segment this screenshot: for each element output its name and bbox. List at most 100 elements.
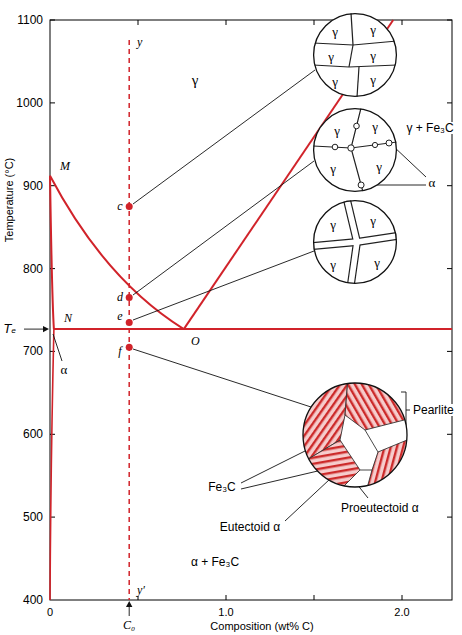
axis-tick-label: 700: [22, 345, 44, 357]
leader-lines: [241, 470, 322, 489]
phase-boundaries: [54, 328, 452, 330]
microconstituent-callout: Fe₃C: [207, 481, 237, 493]
point-label: c: [116, 200, 123, 212]
austenite-grains: [358, 182, 364, 188]
phase-label: γ: [328, 50, 334, 63]
state-points: [126, 344, 133, 351]
phase-label: γ: [330, 218, 336, 231]
austenite-grains: [313, 13, 397, 97]
austenite-grains: [313, 108, 397, 192]
austenite-grains: [348, 145, 354, 151]
axis-title: Temperature (°C): [4, 157, 15, 243]
austenite-grains: [357, 67, 359, 97]
phase-boundaries: [50, 20, 452, 600]
point-label: d: [116, 291, 124, 303]
pearlite-microstructure: [345, 378, 412, 430]
leader-lines: [133, 251, 314, 320]
leader-lines: [53, 334, 62, 361]
arrow-heads: [43, 326, 49, 332]
austenite-grains: [313, 200, 397, 284]
axis-tick-label: 800: [22, 263, 44, 275]
axis-tick-label: 1000: [15, 97, 44, 109]
austenite-grains: [313, 200, 397, 284]
state-points: [126, 203, 133, 210]
phase-region-label: γ: [191, 73, 200, 88]
phase-boundaries: [50, 176, 184, 329]
phase-region-label: γ + Fe₃C: [405, 122, 454, 134]
microconstituent-callout: Pearlite: [412, 404, 455, 416]
austenite-grains: [354, 123, 360, 129]
axis-tick-label: 600: [22, 428, 44, 440]
microstructure-circle: γ γ γ γ: [313, 200, 397, 284]
phase-callout: α: [428, 176, 437, 189]
pearlite-microstructure: [303, 383, 407, 487]
leader-lines: [24, 70, 426, 616]
pearlite-microstructure: [360, 430, 378, 470]
austenite-grains: [313, 41, 397, 45]
phase-label: γ: [370, 214, 376, 227]
leader-lines: [133, 161, 314, 295]
austenite-grains: [386, 140, 392, 146]
axis-title: Composition (wt% C): [209, 621, 314, 632]
microconstituent-callout: Proeutectoid α: [340, 502, 420, 514]
circle-outline: [313, 13, 397, 97]
state-points: [126, 319, 133, 326]
austenite-grains: [313, 13, 397, 284]
circle-outline: [314, 109, 397, 192]
leader-lines: [241, 446, 315, 483]
austenite-grains: [313, 65, 397, 67]
austenite-grains: [313, 108, 397, 192]
phase-label: γ: [332, 75, 338, 88]
austenite-grains: [313, 200, 397, 284]
microstructure-circle: γγγγγγ: [313, 13, 397, 97]
eutectoid-temperature-label: Tₑ: [3, 323, 17, 335]
phase-label: γ: [332, 25, 338, 38]
phase-label: γ: [374, 256, 380, 269]
circle-outline: [314, 14, 397, 97]
phase-label: γ: [376, 160, 382, 173]
austenite-grains: [332, 144, 338, 150]
austenite-grains: [351, 13, 353, 45]
state-points: [126, 294, 133, 301]
circle-outline: [313, 108, 397, 192]
point-label: N: [63, 312, 73, 324]
pearlite-microstructure: [300, 378, 412, 492]
phase-region-label: α + Fe₃C: [190, 556, 240, 568]
leader-lines: [129, 606, 130, 616]
arrow-heads: [126, 601, 132, 607]
phase-callout: α: [60, 363, 69, 376]
austenite-grains: [313, 13, 397, 97]
phase-boundaries: [50, 176, 54, 329]
austenite-grains: [332, 123, 392, 188]
pearlite-microstructure: [300, 378, 412, 492]
axis-tick-label: 900: [22, 180, 44, 192]
austenite-grains: [313, 200, 397, 284]
leader-lines: [133, 349, 311, 407]
pearlite-microstructure: [300, 378, 412, 492]
axis-tick-label: 1.0: [217, 607, 234, 618]
phase-label: γ: [370, 49, 376, 62]
austenite-grains: [347, 200, 357, 284]
austenite-grains: [313, 142, 397, 148]
point-label: M: [59, 160, 71, 172]
axis-tick-label: 0: [46, 607, 54, 618]
leader-lines: [24, 329, 44, 330]
austenite-grains: [313, 108, 397, 192]
microconstituent-callout: Eutectoid α: [219, 521, 281, 533]
point-label: f: [117, 345, 122, 357]
composition-label: C₀: [122, 619, 136, 631]
austenite-grains: [313, 108, 397, 192]
phase-label: γ: [330, 162, 336, 175]
phase-label: γ: [330, 258, 336, 271]
austenite-grains: [313, 200, 397, 284]
axis-tick-label: 2.0: [393, 607, 410, 618]
circle-outline: [313, 200, 397, 284]
leader-lines: [392, 145, 426, 177]
axis-tick-label: 400: [22, 594, 44, 606]
circle-outline: [314, 201, 397, 284]
austenite-grains: [372, 142, 377, 147]
austenite-grains: [313, 13, 397, 97]
point-label: y′: [136, 584, 146, 596]
austenite-grains: [349, 45, 353, 67]
leader-lines: [285, 479, 330, 521]
